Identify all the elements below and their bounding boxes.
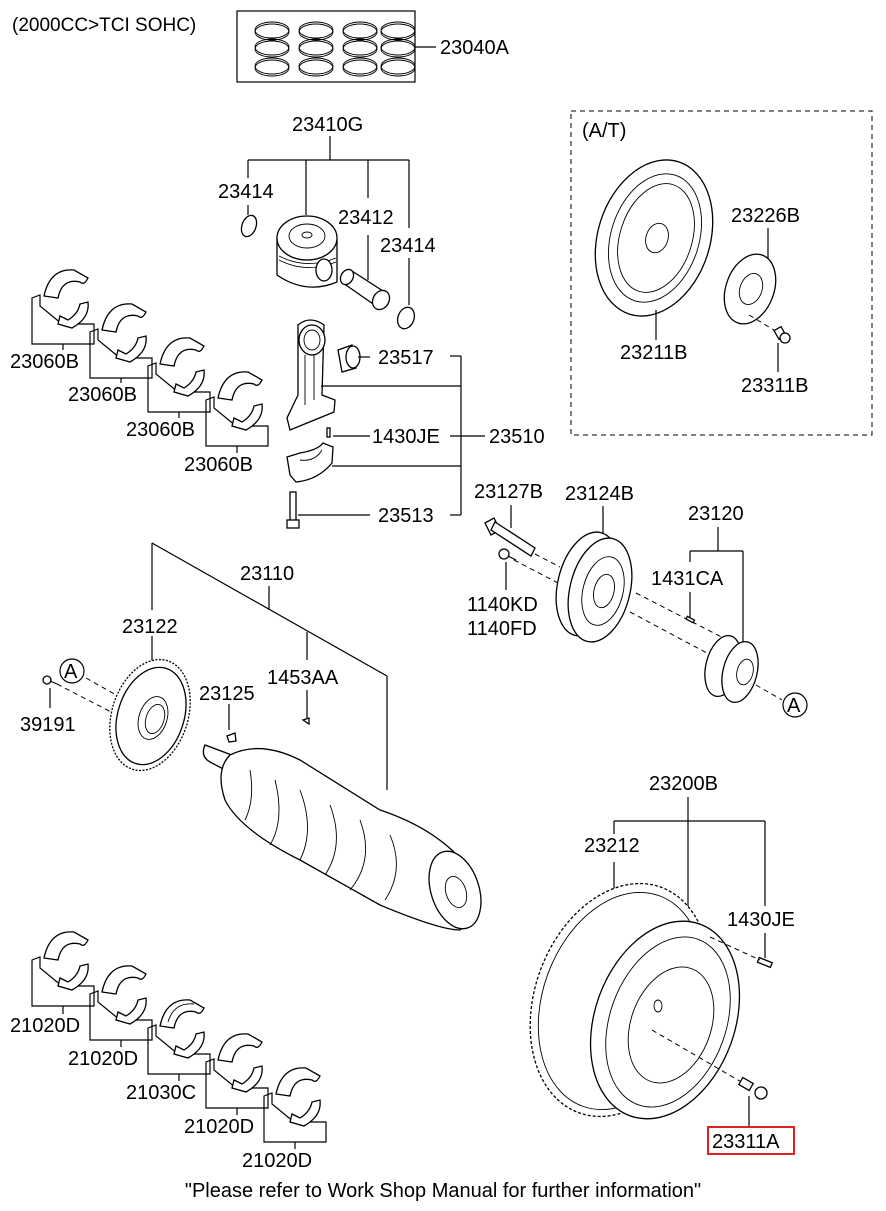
part-label-23414-right[interactable]: 23414: [380, 235, 436, 257]
conrod-bolt[interactable]: [286, 491, 300, 529]
conrod-dowel-pin[interactable]: [326, 427, 331, 438]
conrod-bushing[interactable]: [337, 344, 361, 373]
conrod-bearing-1[interactable]: 23060B: [10, 269, 95, 373]
part-label-23311B[interactable]: 23311B: [741, 375, 808, 397]
part-label-23513[interactable]: 23513: [378, 505, 434, 527]
part-label-23110[interactable]: 23110: [240, 563, 294, 585]
part-label-23412[interactable]: 23412: [338, 207, 394, 229]
connecting-rod[interactable]: [286, 319, 336, 431]
part-label-conrod_bearing_1[interactable]: 23060B: [10, 351, 79, 373]
flywheel-dowel-pin[interactable]: [756, 956, 774, 969]
part-label-23226B[interactable]: 23226B: [731, 205, 800, 227]
automatic-transmission-box: [570, 110, 873, 436]
part-label-23040A[interactable]: 23040A: [440, 37, 510, 59]
crankshaft-leaders: [49, 542, 388, 790]
crank-sprocket[interactable]: [699, 632, 764, 706]
small-pulley-bolt[interactable]: [498, 548, 517, 561]
svg-text:A: A: [787, 695, 801, 717]
part-label-main_bearing_4[interactable]: 21020D: [184, 1116, 254, 1138]
main-bearing-5[interactable]: 21020D: [242, 1067, 327, 1172]
piston-ring-4: [380, 21, 416, 77]
damper-pulley-bolt[interactable]: [484, 517, 536, 557]
snap-ring-right[interactable]: [395, 305, 418, 331]
part-label-23124B[interactable]: 23124B: [565, 483, 634, 505]
automatic-transmission-label: (A/T): [582, 120, 626, 142]
flywheel-leaders: [613, 797, 766, 1126]
conrod-cap[interactable]: [286, 442, 334, 483]
svg-text:A: A: [64, 661, 78, 683]
part-label-1453AA[interactable]: 1453AA: [267, 667, 339, 689]
part-label-23211B[interactable]: 23211B: [620, 342, 687, 364]
part-label-1140FD[interactable]: 1140FD: [467, 618, 537, 640]
piston-ring-3: [342, 21, 378, 77]
conrod-bearing-3[interactable]: 23060B: [126, 337, 211, 441]
part-label-1431CA[interactable]: 1431CA: [651, 568, 724, 590]
crank-sensor-wheel[interactable]: [96, 649, 204, 781]
piston[interactable]: [276, 215, 338, 288]
thrust-bearing[interactable]: 21030C: [126, 999, 211, 1104]
part-label-1430JE-conrod[interactable]: 1430JE: [372, 426, 440, 448]
crankshaft[interactable]: [202, 744, 490, 935]
part-label-23125[interactable]: 23125: [199, 683, 255, 705]
main-bearing-2[interactable]: 21020D: [68, 965, 153, 1070]
main-bearing-1[interactable]: 21020D: [10, 931, 95, 1037]
reference-marker-a-right: A: [782, 692, 808, 718]
sprocket-key[interactable]: [685, 615, 696, 624]
part-label-conrod_bearing_3[interactable]: 23060B: [126, 419, 195, 441]
flywheel-bolt[interactable]: [737, 1076, 768, 1100]
part-label-23200B[interactable]: 23200B: [649, 773, 718, 795]
part-label-23311A[interactable]: 23311A: [712, 1131, 780, 1153]
main-bearing-4[interactable]: 21020D: [184, 1033, 269, 1138]
part-label-39191[interactable]: 39191: [20, 714, 76, 736]
part-label-23122[interactable]: 23122: [122, 616, 178, 638]
sensor-wheel-bolt[interactable]: [42, 675, 58, 685]
part-label-conrod_bearing_2[interactable]: 23060B: [68, 384, 137, 406]
part-label-1430JE-flywheel[interactable]: 1430JE: [727, 909, 795, 931]
drive-plate-bolt[interactable]: [773, 325, 791, 344]
piston-assy-leader: [247, 136, 410, 305]
piston-ring-2: [298, 21, 334, 77]
part-label-23510[interactable]: 23510: [489, 426, 545, 448]
damper-pulley[interactable]: [546, 525, 642, 648]
part-label-1140KD[interactable]: 1140KD: [467, 594, 538, 616]
conrod-bearing-2[interactable]: 23060B: [68, 303, 153, 406]
part-label-23410G[interactable]: 23410G: [292, 114, 363, 136]
part-label-conrod_bearing_4[interactable]: 23060B: [184, 454, 253, 476]
part-label-23120[interactable]: 23120: [688, 503, 744, 525]
key-1453[interactable]: [301, 717, 310, 726]
drive-plate-adapter[interactable]: [715, 247, 785, 331]
snap-ring-left[interactable]: [239, 213, 260, 238]
part-label-thrust_bearing[interactable]: 21030C: [126, 1082, 196, 1104]
highlighted-part-box: [707, 1126, 795, 1155]
reference-marker-a-left: A: [59, 658, 85, 684]
part-label-main_bearing_1[interactable]: 21020D: [10, 1015, 80, 1037]
part-label-main_bearing_2[interactable]: 21020D: [68, 1048, 138, 1070]
engine-variant-title: (2000CC>TCI SOHC): [12, 15, 196, 36]
part-label-main_bearing_5[interactable]: 21020D: [242, 1150, 312, 1172]
part-label-23127B[interactable]: 23127B: [474, 481, 543, 503]
flywheel[interactable]: [564, 900, 765, 1140]
woodruff-key[interactable]: [226, 732, 237, 743]
conrod-bearing-4[interactable]: 23060B: [184, 371, 269, 476]
drive-plate[interactable]: [576, 145, 732, 332]
piston-ring-1: [254, 21, 290, 77]
pulley-leaders: [505, 505, 744, 645]
conrod-assy-leader: [298, 355, 485, 516]
piston-ring-set[interactable]: [236, 10, 436, 83]
piston-pin[interactable]: [338, 267, 393, 313]
part-label-23517[interactable]: 23517: [378, 347, 434, 369]
footer-note: "Please refer to Work Shop Manual for fu…: [185, 1180, 701, 1202]
part-label-23414-left[interactable]: 23414: [218, 181, 274, 203]
part-label-23212[interactable]: 23212: [584, 835, 640, 857]
